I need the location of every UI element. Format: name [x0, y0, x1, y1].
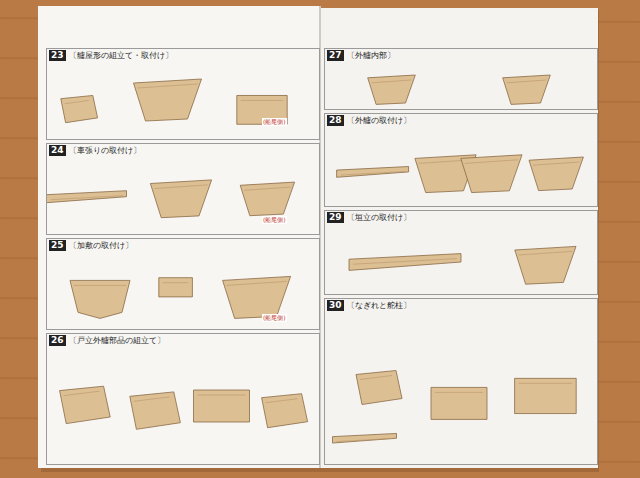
wood-part [61, 95, 98, 122]
plank-line [138, 84, 198, 88]
step-panel: 27〔外艫内部〕 [324, 48, 598, 110]
step-header: 26〔戸立外艫部品の組立て〕 [47, 334, 319, 347]
step-illustration [349, 246, 576, 284]
step-panel: 26〔戸立外艫部品の組立て〕 [46, 333, 320, 465]
wood-part [368, 75, 416, 104]
step-heading: 〔垣立の取付け〕 [347, 213, 411, 223]
step-number: 24 [49, 145, 66, 156]
wood-part [70, 280, 130, 318]
step-heading: 〔加敷の取付け〕 [69, 241, 133, 251]
wood-part [333, 433, 397, 443]
step-header: 23〔艫屋形の組立て・取付け〕 [47, 49, 319, 62]
left-page [38, 6, 320, 468]
wood-part [356, 371, 402, 405]
plank-line [134, 397, 170, 401]
step-heading: 〔艫屋形の組立て・取付け〕 [69, 51, 173, 61]
plank-line [507, 80, 547, 83]
step-panel: 28〔外艫の取付け〕 [324, 113, 598, 207]
step-heading: 〔外艫内部〕 [347, 51, 395, 61]
step-header: 27〔外艫内部〕 [325, 49, 597, 62]
step-illustration [368, 75, 551, 104]
wood-part [240, 182, 294, 216]
plank-line [154, 185, 207, 189]
step-panel: 29〔垣立の取付け〕 [324, 210, 598, 295]
wood-part [262, 394, 308, 428]
wood-part [529, 157, 583, 191]
step-heading: 〔戸立外艫部品の組立て〕 [69, 336, 165, 346]
plank-line [337, 438, 393, 441]
wood-part [60, 386, 111, 423]
plank-line [64, 391, 100, 395]
plank-line [198, 395, 246, 396]
plank-line [51, 196, 123, 200]
step-number: 30 [327, 300, 344, 311]
wood-part [223, 276, 291, 318]
plank-line [74, 285, 126, 286]
wood-part [461, 155, 522, 193]
plank-line [353, 259, 457, 265]
step-panel: 23〔艫屋形の組立て・取付け〕 [46, 48, 320, 140]
step-number: 27 [327, 50, 344, 61]
plank-line [360, 376, 392, 380]
wood-part [431, 387, 487, 419]
plank-line [465, 160, 518, 164]
plank-line [227, 281, 287, 285]
step-number: 29 [327, 212, 344, 223]
plank-line [533, 162, 579, 165]
step-illustration [70, 276, 291, 318]
plank-line [241, 100, 283, 101]
plank-line [372, 80, 412, 83]
wood-part [194, 390, 250, 422]
step-illustration [60, 386, 308, 429]
plank-line [163, 282, 189, 283]
orientation-note: (船尾側) [262, 314, 287, 322]
plank-line [244, 187, 290, 190]
step-illustration [333, 371, 577, 444]
step-illustration [47, 180, 295, 218]
step-header: 28〔外艫の取付け〕 [325, 114, 597, 127]
step-heading: 〔なぎれと舵柱〕 [347, 301, 411, 311]
plank-line [65, 100, 89, 103]
plank-line [519, 251, 572, 255]
wood-part [349, 254, 461, 271]
orientation-note: (船尾側) [262, 216, 287, 224]
step-number: 28 [327, 115, 344, 126]
wood-part [150, 180, 211, 218]
step-heading: 〔車張りの取付け〕 [69, 146, 141, 156]
step-number: 23 [49, 50, 66, 61]
plank-line [519, 383, 573, 384]
wood-part [159, 278, 193, 297]
right-page [320, 8, 598, 468]
step-illustration [337, 155, 584, 193]
wood-part [515, 246, 576, 284]
step-panel: 30〔なぎれと舵柱〕 [324, 298, 598, 465]
step-header: 24〔車張りの取付け〕 [47, 144, 319, 157]
step-header: 25〔加敷の取付け〕 [47, 239, 319, 252]
step-header: 29〔垣立の取付け〕 [325, 211, 597, 224]
step-illustration [61, 79, 287, 124]
wood-part [515, 378, 577, 413]
wood-part [47, 191, 127, 203]
wood-part [337, 167, 409, 178]
step-header: 30〔なぎれと舵柱〕 [325, 299, 597, 312]
orientation-note: (船尾側) [262, 118, 287, 126]
step-heading: 〔外艫の取付け〕 [347, 116, 411, 126]
wood-part [130, 392, 181, 429]
step-number: 26 [49, 335, 66, 346]
plank-line [266, 399, 298, 403]
step-number: 25 [49, 240, 66, 251]
wood-part [503, 75, 551, 104]
plank-line [435, 392, 483, 393]
plank-line [341, 172, 405, 176]
wood-part [134, 79, 202, 121]
